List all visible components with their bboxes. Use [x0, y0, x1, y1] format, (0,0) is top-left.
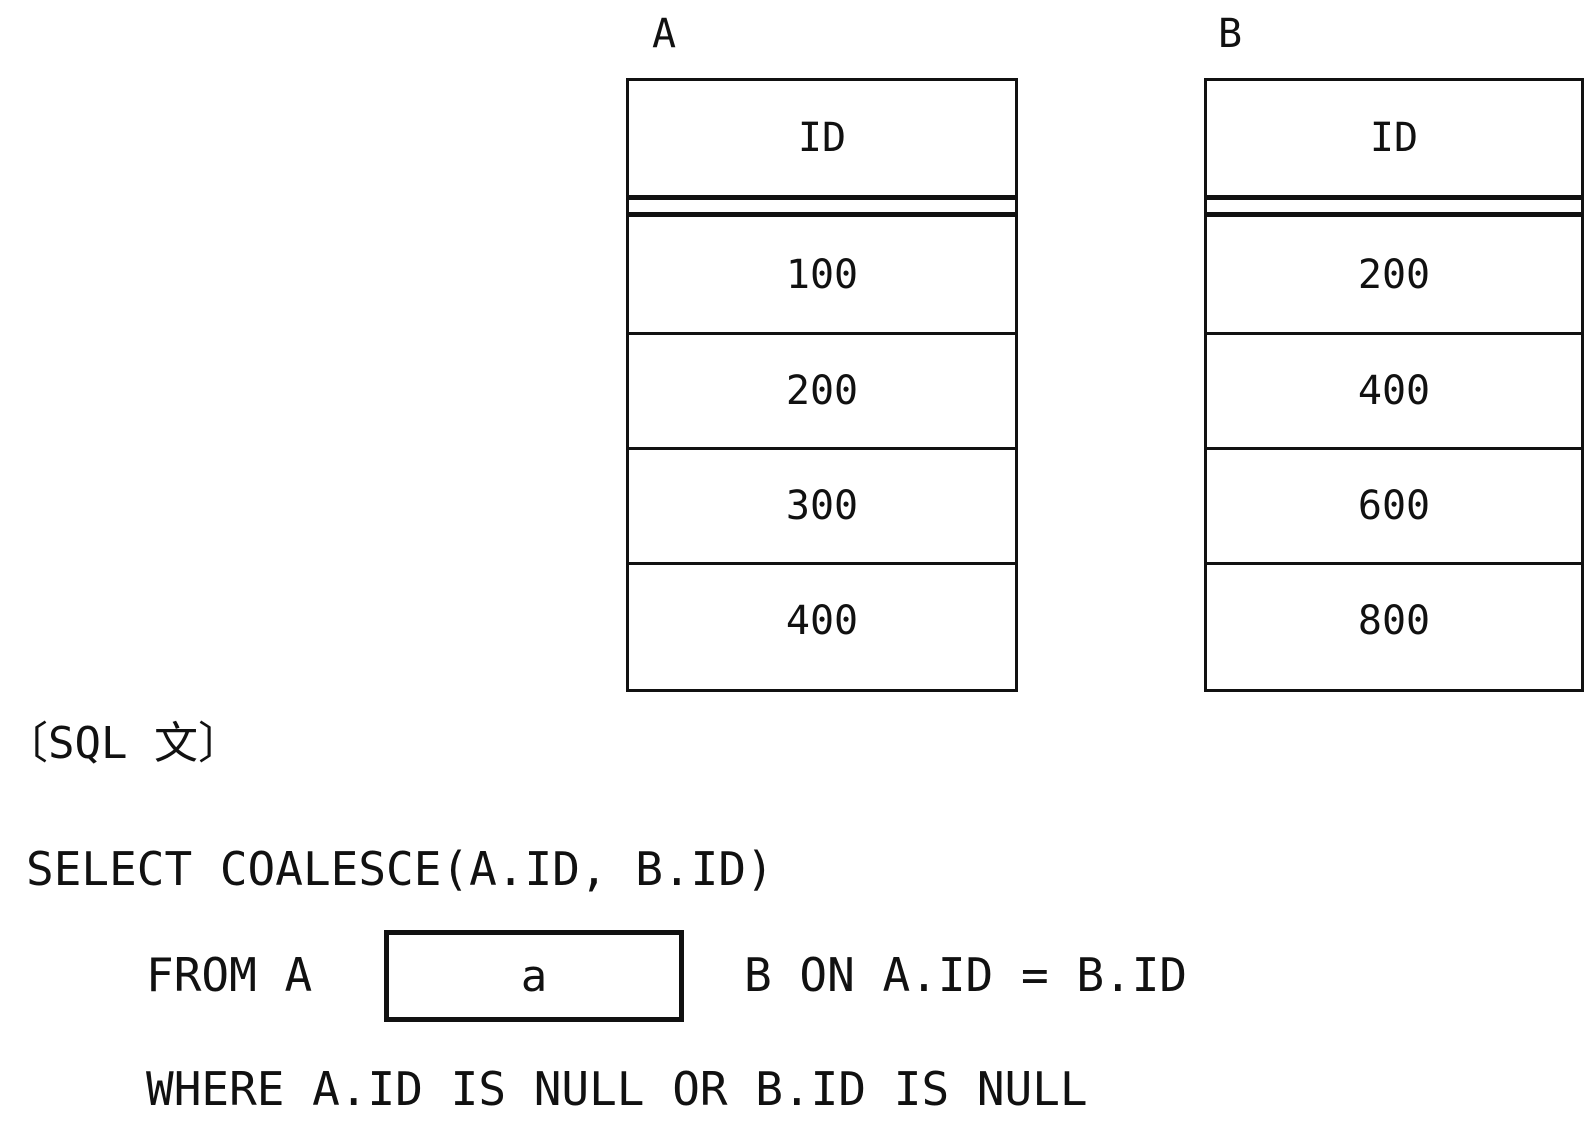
- table-b-row: 800: [1207, 562, 1581, 677]
- table-b-header: ID: [1369, 115, 1419, 161]
- table-b: ID 200 400 600 800: [1204, 78, 1584, 692]
- table-a-row: 300: [629, 447, 1015, 562]
- sql-on-clause: B ON A.ID = B.ID: [744, 948, 1188, 1002]
- table-a: ID 100 200 300 400: [626, 78, 1018, 692]
- sql-heading: 〔SQL 文〕: [4, 718, 242, 769]
- table-a-row: 200: [629, 332, 1015, 447]
- blank-box-label: a: [520, 950, 548, 1002]
- table-a-header-rule: [629, 195, 1015, 217]
- table-b-header-rule: [1207, 195, 1581, 217]
- table-b-row: 200: [1357, 251, 1431, 298]
- sql-from-clause: FROM A: [146, 948, 313, 1002]
- table-b-row: 600: [1207, 447, 1581, 562]
- table-b-caption: B: [1218, 11, 1243, 57]
- table-a-header: ID: [797, 115, 847, 161]
- sql-where-line: WHERE A.ID IS NULL OR B.ID IS NULL: [146, 1062, 1088, 1116]
- table-b-rows: 200 400 600 800: [1207, 217, 1581, 677]
- table-a-rows: 100 200 300 400: [629, 217, 1015, 677]
- table-a-row: 100: [785, 251, 859, 298]
- sql-select-line: SELECT COALESCE(A.ID, B.ID): [26, 842, 774, 896]
- table-a-row: 400: [629, 562, 1015, 677]
- table-b-row: 400: [1207, 332, 1581, 447]
- blank-box-a[interactable]: a: [384, 930, 684, 1022]
- table-a-caption: A: [652, 11, 677, 57]
